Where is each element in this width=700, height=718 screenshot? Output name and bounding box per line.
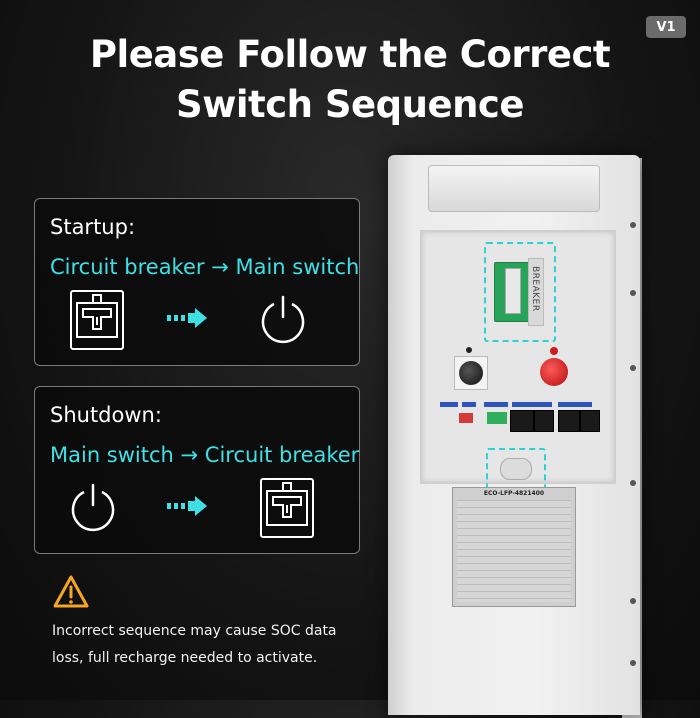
negative-terminal-dot — [466, 347, 472, 353]
breaker-body — [528, 258, 544, 326]
breaker-icon — [260, 478, 314, 538]
shutdown-heading: Shutdown: — [50, 403, 162, 427]
screw — [630, 660, 636, 666]
port-label — [462, 402, 476, 407]
startup-sequence: Circuit breaker → Main switch — [50, 255, 360, 279]
version-badge: V1 — [646, 16, 686, 38]
negative-terminal — [454, 356, 488, 390]
comm-port — [558, 410, 580, 432]
breaker-highlight — [484, 242, 556, 342]
port-label — [484, 402, 508, 407]
port-label — [512, 402, 552, 407]
warning-icon — [53, 575, 89, 608]
title-line-1: Please Follow the Correct — [89, 33, 611, 76]
screw — [630, 598, 636, 604]
startup-heading: Startup: — [50, 215, 136, 239]
breaker-lever[interactable] — [505, 268, 521, 314]
warning-text: Incorrect sequence may cause SOC data lo… — [52, 623, 337, 666]
port-label — [440, 402, 458, 407]
arrow-right-icon — [167, 496, 207, 516]
startup-card: Startup: Circuit breaker → Main switch — [34, 198, 360, 366]
screw — [630, 365, 636, 371]
positive-terminal-dot — [550, 347, 558, 355]
breaker-label: BREAKER — [530, 266, 540, 312]
dip-switch — [459, 413, 473, 423]
screw — [630, 480, 636, 486]
screw — [630, 290, 636, 296]
spec-table — [457, 500, 571, 602]
shutdown-sequence: Main switch → Circuit breaker — [50, 443, 360, 467]
port-label — [558, 402, 592, 407]
title-line-2: Switch Sequence — [176, 83, 524, 126]
breaker-icon — [70, 290, 124, 350]
spec-label: ECO-LFP-4821400 — [452, 487, 576, 607]
shutdown-card: Shutdown: Main switch → Circuit breaker — [34, 386, 360, 554]
rs485-port — [510, 410, 534, 432]
comm-port — [580, 410, 600, 432]
battery-handle — [428, 165, 600, 212]
positive-terminal — [540, 358, 568, 386]
terminal-block — [487, 412, 507, 424]
main-switch[interactable] — [500, 458, 532, 480]
spec-title: ECO-LFP-4821400 — [483, 490, 545, 497]
screw — [630, 222, 636, 228]
arrow-right-icon — [167, 308, 207, 328]
power-icon — [261, 295, 305, 344]
can-port — [534, 410, 554, 432]
page-title: Please Follow the Correct Switch Sequenc… — [0, 30, 700, 130]
power-icon — [71, 483, 115, 532]
